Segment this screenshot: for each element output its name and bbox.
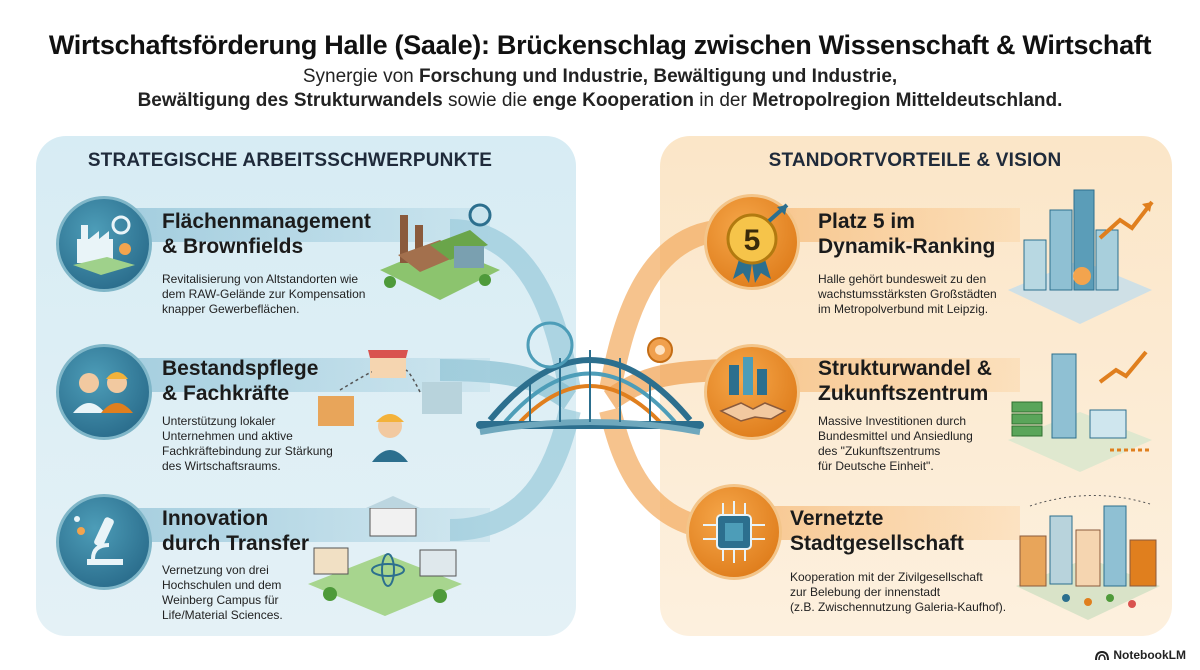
city-growth-illustration — [1008, 189, 1154, 324]
microscope-icon — [56, 494, 152, 590]
brand-watermark: NotebookLM — [1095, 648, 1186, 662]
item-title-innovation: Innovation durch Transfer — [162, 507, 310, 555]
brownfield-factory-illustration — [380, 203, 500, 300]
subtitle-segment: Bewältigung des Strukturwandels — [137, 90, 443, 111]
subtitle-segment: Metropolregion Mitteldeutschland. — [752, 90, 1063, 111]
right-ribbon-1 — [760, 208, 1020, 242]
handshake-icon — [704, 344, 800, 440]
factory-map-icon — [56, 196, 152, 292]
local-business-illustration — [318, 350, 462, 462]
chip-icon — [686, 484, 782, 580]
subtitle-segment: in der — [693, 90, 753, 111]
medal-icon: 5 — [704, 194, 800, 290]
page-title: Wirtschaftsförderung Halle (Saale): Brüc… — [48, 30, 1152, 60]
item-title-vernetzte: Vernetzte Stadtgesellschaft — [790, 507, 964, 555]
subtitle-segment: enge Kooperation — [532, 90, 694, 111]
item-text-flaechenmanagement: Revitalisierung von Altstandorten wie de… — [162, 272, 366, 316]
item-text-strukturwandel: Massive Investitionen durch Bundesmittel… — [818, 414, 973, 473]
item-title-platz5: Platz 5 im Dynamik-Ranking — [818, 210, 996, 258]
item-text-vernetzte: Kooperation mit der Zivilgesellschaft zu… — [790, 570, 1007, 614]
subtitle-segment: sowie die — [442, 90, 533, 111]
left-ribbon-3 — [130, 508, 490, 542]
left-ribbon-1 — [130, 208, 490, 242]
investment-illustration — [1008, 350, 1152, 472]
item-text-innovation: Vernetzung von drei Hochschulen und dem … — [162, 563, 283, 622]
item-title-bestandspflege: Bestandspflege & Fachkräfte — [162, 357, 319, 405]
item-text-bestandspflege: Unterstützung lokaler Unternehmen und ak… — [162, 414, 333, 473]
notebooklm-logo-icon — [1095, 650, 1110, 661]
subtitle-segment: Forschung und Industrie, Bewältigung und… — [419, 66, 898, 87]
right-panel-heading: STANDORTVORTEILE & VISION — [768, 150, 1062, 171]
item-title-strukturwandel: Strukturwandel & Zukunftszentrum — [818, 357, 992, 405]
brand-name: NotebookLM — [1113, 648, 1186, 662]
right-ribbon-3 — [760, 506, 1020, 540]
workers-icon — [56, 344, 152, 440]
item-title-flaechenmanagement: Flächenmanagement & Brownfields — [162, 210, 371, 258]
item-text-platz5: Halle gehört bundesweit zu den wachstums… — [818, 272, 997, 316]
right-ribbon-2 — [760, 358, 1020, 392]
medal-number: 5 — [744, 224, 761, 257]
city-community-illustration — [1016, 495, 1160, 620]
subtitle-segment: Synergie von — [302, 66, 420, 87]
left-panel-heading: STRATEGISCHE ARBEITSSCHWERPUNKTE — [87, 150, 493, 171]
subtitle-line-2: Bewältigung des Strukturwandels sowie di… — [0, 90, 1200, 112]
subtitle-line-1: Synergie von Forschung und Industrie, Be… — [0, 66, 1200, 88]
campus-illustration — [308, 496, 462, 616]
